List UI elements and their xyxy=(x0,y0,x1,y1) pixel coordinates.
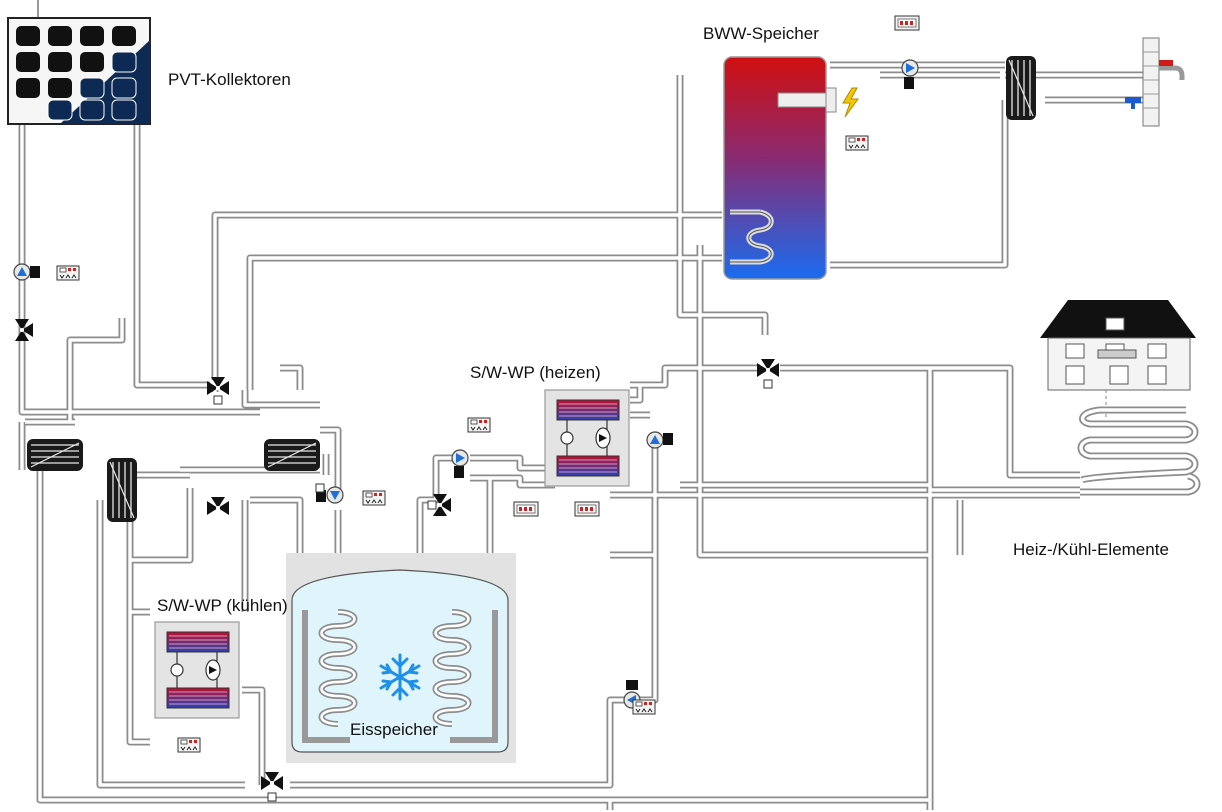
bww-tank xyxy=(723,56,837,280)
heat-exchanger-icon xyxy=(26,55,1037,523)
heating-cooling-elements xyxy=(1077,406,1201,496)
pvt-collector-label: PVT-Kollektoren xyxy=(168,70,291,89)
pump-icon xyxy=(13,59,919,709)
house-icon xyxy=(1040,300,1196,420)
bww-tank-label: BWW-Speicher xyxy=(703,24,819,43)
heat-pump-heating xyxy=(544,389,630,487)
snowflake-icon xyxy=(379,653,421,701)
three-way-valve-icon xyxy=(15,319,779,802)
heat-pump-cooling xyxy=(154,621,240,719)
pv-panel-icon xyxy=(7,0,151,125)
ice-storage-label: Eisspeicher xyxy=(350,720,438,739)
heat-pump-heating-label: S/W-WP (heizen) xyxy=(470,363,601,382)
ice-storage xyxy=(286,553,516,763)
tap-icon xyxy=(1125,37,1185,127)
heat-pump-cooling-label: S/W-WP (kühlen) xyxy=(157,596,288,615)
heating-rod-icon xyxy=(842,87,859,118)
heating-cooling-elements-label: Heiz-/Kühl-Elemente xyxy=(1013,540,1169,559)
